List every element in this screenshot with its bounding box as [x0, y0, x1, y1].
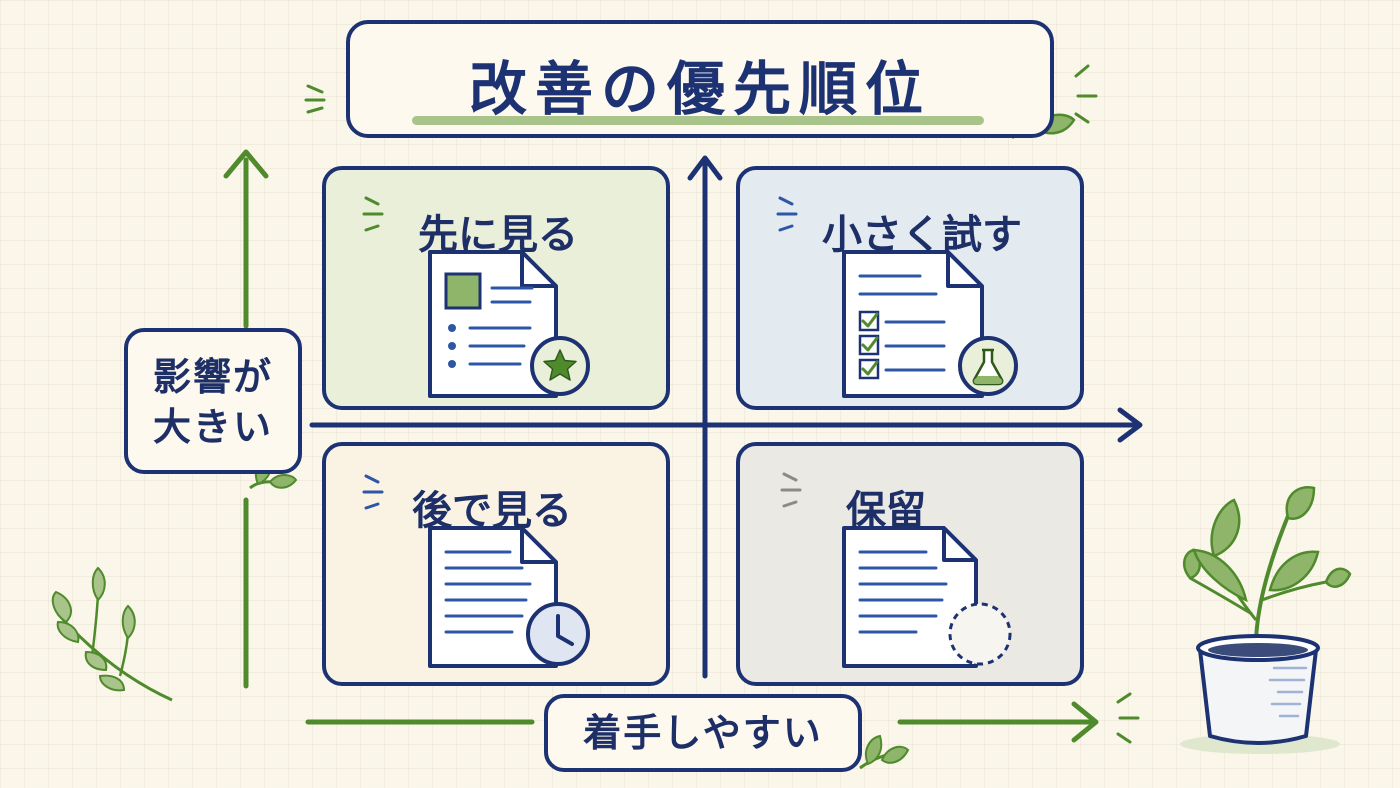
- impact-axis-label-line1: 影響が: [152, 355, 273, 399]
- accent-marks-icon: [362, 196, 384, 232]
- quadrant-label: 保留: [846, 488, 926, 534]
- ease-axis-arrow: [305, 701, 1099, 743]
- quadrant-label: 先に見る: [418, 212, 578, 258]
- ease-axis-label: 着手しやすい: [583, 711, 823, 755]
- flask-icon: [958, 336, 1018, 396]
- quadrant-try-small: 小さく試す: [736, 166, 1084, 410]
- impact-axis-label-line2: 大きい: [152, 405, 273, 449]
- accent-marks-icon: [776, 196, 798, 232]
- sparkle-icon: [1116, 692, 1140, 744]
- accent-marks-icon: [362, 474, 384, 510]
- matrix-vertical-axis: [687, 155, 723, 679]
- quadrant-label: 小さく試す: [822, 212, 1022, 258]
- sparkle-icon: [1074, 64, 1098, 124]
- ease-axis-label-box: 着手しやすい: [544, 694, 862, 772]
- quadrant-look-later: 後で見る: [322, 442, 670, 686]
- impact-axis-arrow: [223, 149, 269, 689]
- quadrant-graphics: [780, 472, 1012, 668]
- title-box: 改善の優先順位: [346, 20, 1054, 138]
- impact-axis-label-box: 影響が 大きい: [124, 328, 302, 474]
- title-underline: [412, 116, 984, 125]
- star-icon: [530, 336, 590, 396]
- branch-icon: [51, 566, 173, 702]
- quadrant-graphics: [776, 196, 1018, 398]
- clock-icon: [526, 602, 590, 666]
- quadrant-graphics: [362, 196, 590, 398]
- checklist-document-icon: [842, 250, 984, 398]
- quadrant-look-first: 先に見る: [322, 166, 670, 410]
- potted-plant-icon: [1180, 485, 1352, 754]
- quadrant-graphics: [362, 474, 590, 668]
- leaf-sprig-icon: [859, 734, 910, 770]
- quadrant-on-hold: 保留: [736, 442, 1084, 686]
- accent-marks-icon: [780, 472, 802, 508]
- document-icon: [428, 250, 558, 398]
- matrix-horizontal-axis: [309, 407, 1143, 443]
- dashed-circle-icon: [948, 602, 1012, 666]
- quadrant-label: 後で見る: [412, 488, 572, 534]
- page-title: 改善の優先順位: [468, 55, 931, 123]
- sparkle-icon: [304, 84, 326, 114]
